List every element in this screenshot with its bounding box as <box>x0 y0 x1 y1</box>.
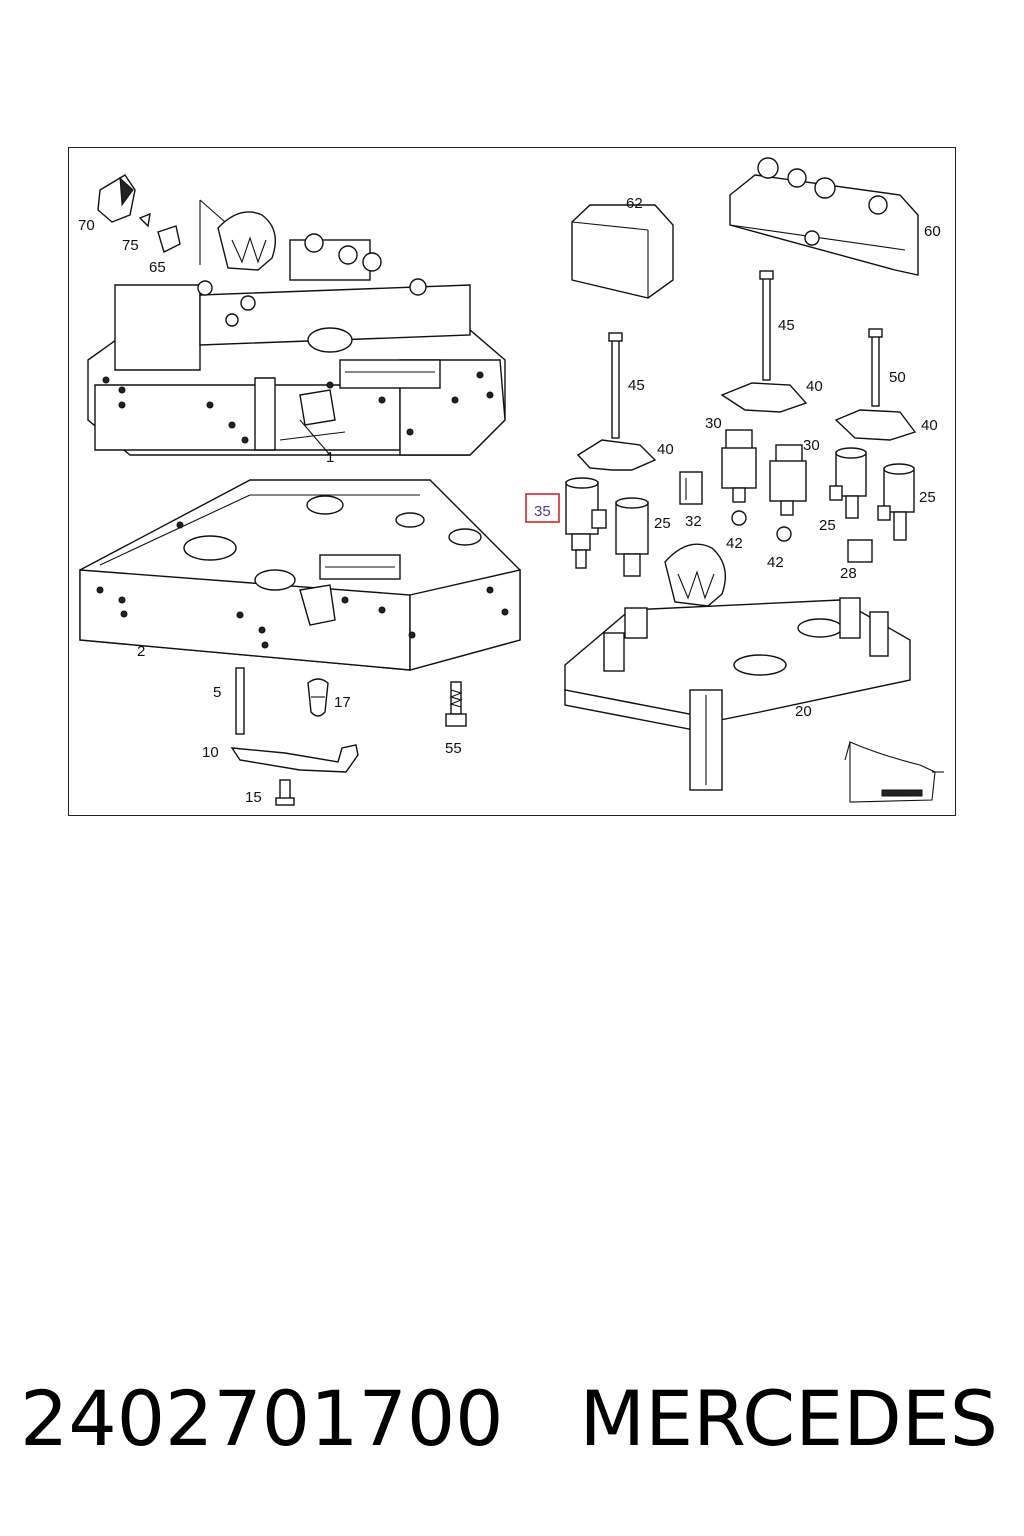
callout-75: 75 <box>122 237 139 254</box>
callout-17: 17 <box>334 694 351 711</box>
callout-labels: 70 75 65 1 62 60 45 45 50 40 40 40 30 30… <box>78 195 941 806</box>
small-parts-32-42-28 <box>679 471 873 563</box>
cover-60 <box>729 157 919 276</box>
transmission-thumbnail <box>849 741 944 803</box>
callout-60: 60 <box>924 223 941 240</box>
solenoids-30 <box>721 429 807 516</box>
callout-55: 55 <box>445 740 462 757</box>
callout-45-b: 45 <box>628 377 645 394</box>
connector-parts-70-75-65 <box>97 174 276 271</box>
callout-10: 10 <box>202 744 219 761</box>
solenoid-35 <box>565 477 607 569</box>
callout-62: 62 <box>626 195 643 212</box>
brand-name: MERCEDES <box>579 1373 999 1463</box>
valve-body-upper-assembly <box>87 233 506 456</box>
valve-body-lower-plate <box>79 479 521 671</box>
callout-15: 15 <box>245 789 262 806</box>
callout-50: 50 <box>889 369 906 386</box>
solenoids-25 <box>615 447 915 577</box>
callout-45-a: 45 <box>778 317 795 334</box>
callout-20: 20 <box>795 703 812 720</box>
diagram-frame <box>68 147 956 816</box>
callout-32: 32 <box>685 513 702 530</box>
caption: 2402701700 MERCEDES <box>20 1368 1010 1468</box>
callout-25-a: 25 <box>654 515 671 532</box>
callout-42-a: 42 <box>726 535 743 552</box>
callout-35-highlight-box <box>525 493 560 523</box>
callout-30-b: 30 <box>803 437 820 454</box>
callout-40-c: 40 <box>657 441 674 458</box>
callout-1: 1 <box>326 449 334 466</box>
callout-28: 28 <box>840 565 857 582</box>
callout-70: 70 <box>78 217 95 234</box>
callout-35: 35 <box>534 503 551 520</box>
callout-65: 65 <box>149 259 166 276</box>
part-number: 2402701700 <box>20 1373 504 1463</box>
callout-5: 5 <box>213 684 221 701</box>
callout-25-c: 25 <box>819 517 836 534</box>
clamps-40 <box>576 382 917 471</box>
callout-40-a: 40 <box>806 378 823 395</box>
small-parts-5-17-55-10-15 <box>230 667 467 806</box>
callout-2: 2 <box>137 643 145 660</box>
bolts-45-50 <box>608 270 883 439</box>
callout-25-b: 25 <box>919 489 936 506</box>
callout-40-b: 40 <box>921 417 938 434</box>
callout-42-b: 42 <box>767 554 784 571</box>
callout-30-a: 30 <box>705 415 722 432</box>
conductor-plate-20 <box>564 543 911 791</box>
leader-lines <box>199 199 851 761</box>
cover-62 <box>571 204 674 299</box>
